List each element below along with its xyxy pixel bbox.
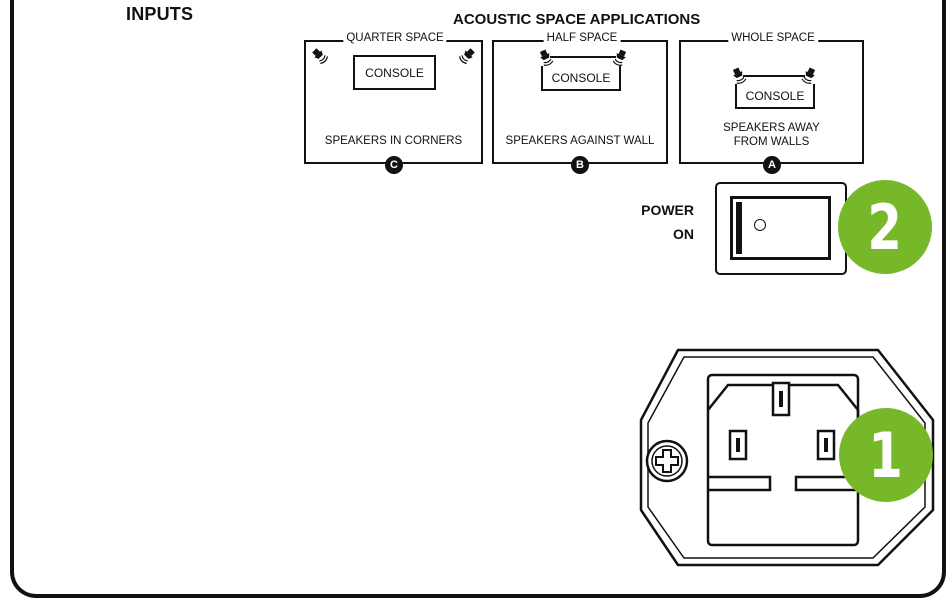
rocker-edge xyxy=(736,202,742,254)
power-label: POWER ON xyxy=(612,198,694,246)
half-space-title: HALF SPACE xyxy=(543,32,621,44)
position-a-badge: A xyxy=(763,156,781,174)
speaker-icon xyxy=(801,67,816,84)
power-label-line2: ON xyxy=(673,226,694,242)
position-c-badge: C xyxy=(385,156,403,174)
console-box: CONSOLE xyxy=(541,66,621,91)
speaker-link-line xyxy=(743,75,805,77)
callout-2-number: 2 xyxy=(867,190,903,264)
rear-panel-outline xyxy=(10,0,946,598)
callout-2-badge: 2 xyxy=(838,180,932,274)
console-box: CONSOLE xyxy=(735,84,815,109)
callout-1-number: 1 xyxy=(868,418,904,492)
quarter-space-box: QUARTER SPACE CONSOLE SPEAKERS IN CORNER… xyxy=(304,32,483,174)
quarter-space-title: QUARTER SPACE xyxy=(343,32,447,44)
position-b-badge: B xyxy=(571,156,589,174)
power-rocker-switch[interactable] xyxy=(730,196,831,260)
speaker-icon xyxy=(312,48,329,65)
power-label-line1: POWER xyxy=(641,202,694,218)
speaker-link-line xyxy=(550,56,616,58)
whole-space-title: WHOLE SPACE xyxy=(728,32,818,44)
speaker-icon xyxy=(539,49,554,66)
speaker-icon xyxy=(458,48,475,65)
speaker-icon xyxy=(612,49,627,66)
mounting-screw-icon xyxy=(645,439,689,483)
quarter-space-caption: SPEAKERS IN CORNERS xyxy=(324,135,463,147)
acoustic-space-title: ACOUSTIC SPACE APPLICATIONS xyxy=(453,11,701,28)
speaker-icon xyxy=(732,67,747,84)
ac-inlet-module xyxy=(639,348,935,567)
callout-1-badge: 1 xyxy=(839,408,933,502)
whole-space-caption-line2: FROM WALLS xyxy=(733,136,810,148)
whole-space-caption-line1: SPEAKERS AWAY xyxy=(723,122,820,134)
power-off-circle-icon xyxy=(754,219,766,231)
half-space-box: HALF SPACE CONSOLE SPEAKERS AGAINST WALL… xyxy=(492,32,668,174)
half-space-caption: SPEAKERS AGAINST WALL xyxy=(505,135,655,147)
console-box: CONSOLE xyxy=(353,55,436,90)
power-switch-housing[interactable] xyxy=(715,182,847,275)
inputs-label: INPUTS xyxy=(126,4,194,24)
whole-space-box: WHOLE SPACE CONSOLE SPEAKERS AWAY FROM W… xyxy=(679,32,864,174)
